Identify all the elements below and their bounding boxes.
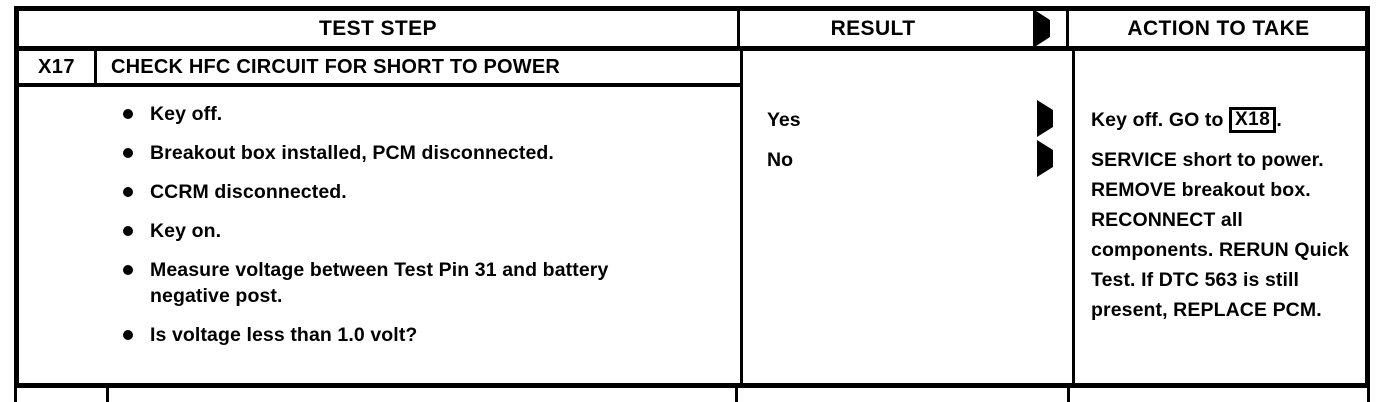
column-divider-result-action [1072, 51, 1075, 388]
list-item-label: Key on. [150, 220, 222, 242]
action-text-no: SERVICE short to power. REMOVE breakout … [1091, 149, 1349, 321]
next-row-border-left [14, 388, 17, 402]
diagnostic-test-table: TEST STEP RESULT ACTION TO TAKE [14, 6, 1370, 388]
triangle-right-icon [1037, 140, 1053, 177]
bullet-icon [123, 226, 133, 236]
header-cell-action-to-take: ACTION TO TAKE [1072, 11, 1365, 46]
next-row-divider-action [1067, 388, 1070, 402]
list-item-label: Key off. [150, 103, 223, 125]
list-item: Key off. [19, 101, 740, 127]
test-step-title: CHECK HFC CIRCUIT FOR SHORT TO POWER [111, 55, 561, 78]
table-body-row: X17 CHECK HFC CIRCUIT FOR SHORT TO POWER… [19, 51, 1365, 388]
test-step-heading: X17 CHECK HFC CIRCUIT FOR SHORT TO POWER [19, 51, 740, 87]
triangle-right-icon [1033, 8, 1050, 48]
next-row-divider-code [106, 388, 109, 402]
header-label-test-step: TEST STEP [319, 16, 437, 40]
column-action-to-take: Key off. GO to X18. SERVICE short to pow… [1075, 51, 1365, 388]
column-test-step: X17 CHECK HFC CIRCUIT FOR SHORT TO POWER… [19, 51, 740, 388]
action-yes-suffix: . [1276, 109, 1282, 131]
list-item: Breakout box installed, PCM disconnected… [19, 140, 740, 166]
table-header-row: TEST STEP RESULT ACTION TO TAKE [19, 8, 1365, 51]
column-result: Yes No [743, 51, 1072, 388]
header-label-action-to-take: ACTION TO TAKE [1127, 16, 1310, 40]
next-table-row-peek [14, 388, 1370, 402]
list-item-label: Breakout box installed, PCM disconnected… [150, 142, 554, 164]
list-item-label: Measure voltage between Test Pin 31 and … [150, 259, 609, 307]
header-label-result: RESULT [830, 16, 916, 40]
bullet-icon [123, 109, 133, 119]
next-row-border-right [1367, 388, 1370, 402]
triangle-right-glyph [1037, 140, 1053, 177]
next-row-divider-result [735, 388, 738, 402]
column-divider-test-result [740, 51, 743, 388]
bullet-icon [123, 265, 133, 275]
list-item: Key on. [19, 218, 740, 244]
triangle-right-icon [1037, 100, 1053, 137]
test-step-bullet-list: Key off. Breakout box installed, PCM dis… [19, 87, 740, 348]
bullet-icon [123, 330, 133, 340]
bullet-icon [123, 148, 133, 158]
action-text-yes: Key off. GO to X18. [1091, 105, 1359, 135]
list-item-label: Is voltage less than 1.0 volt? [150, 324, 418, 346]
test-step-code: X17 [19, 51, 97, 83]
header-cell-result: RESULT [740, 8, 1069, 48]
list-item-label: CCRM disconnected. [150, 181, 347, 203]
result-row-yes: Yes [743, 100, 1069, 137]
bullet-icon [123, 187, 133, 197]
result-label-yes: Yes [767, 109, 801, 131]
header-result-inner: RESULT [740, 8, 1066, 48]
goto-step-code-box[interactable]: X18 [1229, 107, 1277, 133]
header-cell-test-step: TEST STEP [19, 11, 740, 46]
triangle-right-glyph [1033, 8, 1050, 48]
list-item: CCRM disconnected. [19, 179, 740, 205]
result-label-no: No [767, 149, 793, 171]
result-row-no: No [743, 140, 1069, 177]
list-item: Is voltage less than 1.0 volt? [19, 322, 740, 348]
action-yes-prefix: Key off. GO to [1091, 109, 1229, 131]
list-item: Measure voltage between Test Pin 31 and … [19, 257, 740, 309]
triangle-right-glyph [1037, 100, 1053, 137]
